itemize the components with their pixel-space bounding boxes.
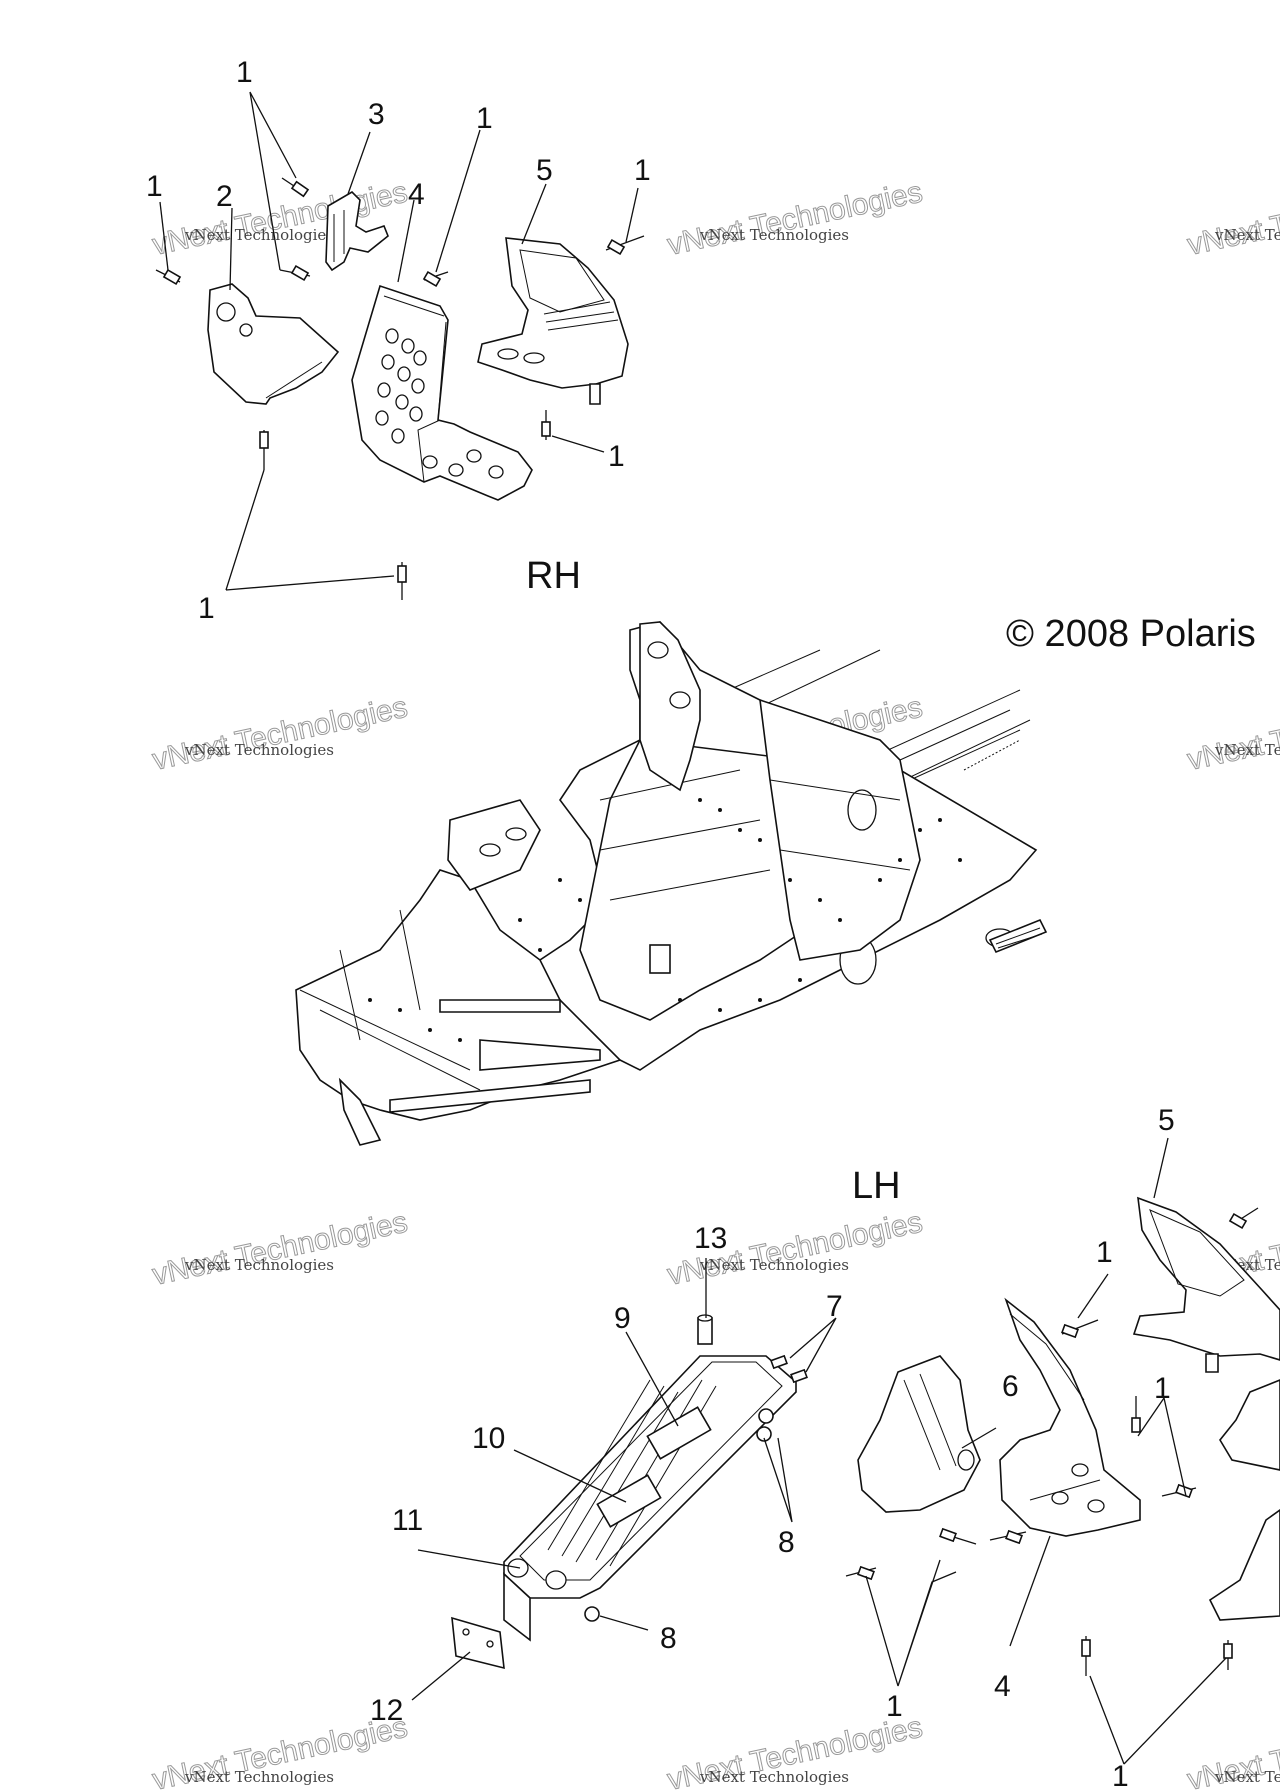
callout-1: 1 <box>476 102 493 135</box>
svg-text:vNext Technologies: vNext Technologies <box>699 1768 849 1786</box>
part-13-spacer <box>697 1317 713 1345</box>
view-label-rh: RH <box>526 555 581 597</box>
svg-text:vNext Technologies: vNext Technologies <box>1214 741 1280 759</box>
chassis-hoop <box>639 621 701 792</box>
svg-text:vNext Technologies: vNext Technologies <box>184 1256 334 1274</box>
callout-1: 1 <box>146 170 163 203</box>
watermark: vNext Technologies vNext Technologies <box>149 690 411 777</box>
chassis-side-panel <box>759 698 921 961</box>
rivets-lh <box>845 1207 1259 1676</box>
lh-extra-plate <box>1219 1379 1280 1471</box>
lh-exploded-view <box>451 1196 1280 1676</box>
rh-exploded-view <box>155 177 645 600</box>
watermark: vNext Technologies vNext Technologies <box>1184 690 1280 777</box>
part-9-skid-plate <box>503 1355 797 1599</box>
callout-6: 6 <box>1002 1370 1019 1403</box>
callout-5: 5 <box>1158 1104 1175 1137</box>
hole <box>239 323 253 337</box>
callout-11: 11 <box>392 1504 423 1537</box>
callout-12: 12 <box>370 1694 403 1727</box>
svg-text:vNext Technologies: vNext Technologies <box>1185 691 1280 777</box>
svg-text:vNext Technologies: vNext Technologies <box>150 691 411 777</box>
lh-extra-bracket <box>1208 1509 1280 1621</box>
svg-text:vNext Technologies: vNext Technologies <box>184 1768 334 1786</box>
part-2-plate <box>207 283 340 405</box>
callout-8: 8 <box>660 1622 677 1655</box>
svg-text:vNext Technologies: vNext Technologies <box>150 1206 411 1292</box>
part-3-bracket <box>325 190 389 272</box>
svg-text:vNext Technologies: vNext Technologies <box>699 226 849 244</box>
leader-lines <box>159 91 1227 1765</box>
svg-text:vNext Technologies: vNext Technologies <box>665 176 926 262</box>
copyright-text: © 2008 Polaris <box>1006 613 1256 655</box>
callout-1: 1 <box>634 154 651 187</box>
callout-1: 1 <box>1096 1236 1113 1269</box>
callout-1: 1 <box>236 56 253 89</box>
callout-1: 1 <box>1154 1372 1171 1405</box>
callout-3: 3 <box>368 98 385 131</box>
svg-text:vNext Technologies: vNext Technologies <box>184 741 334 759</box>
callout-4: 4 <box>994 1670 1011 1703</box>
callout-1: 1 <box>608 440 625 473</box>
view-label-lh: LH <box>852 1165 901 1207</box>
chassis-rivet-dots <box>368 798 962 1042</box>
svg-text:vNext Technologies: vNext Technologies <box>699 1256 849 1274</box>
callout-8: 8 <box>778 1526 795 1559</box>
callout-13: 13 <box>694 1222 727 1255</box>
rivets-rh <box>155 177 645 600</box>
hole <box>216 302 236 322</box>
callout-1: 1 <box>1112 1760 1129 1792</box>
callout-1: 1 <box>886 1690 903 1723</box>
svg-text:vNext Technologies: vNext Technologies <box>1214 1768 1280 1786</box>
callout-7: 7 <box>826 1290 843 1323</box>
svg-text:vNext Technologies: vNext Technologies <box>1214 226 1280 244</box>
callout-4: 4 <box>408 178 425 211</box>
watermark: vNext Technologies vNext Technologies <box>1184 1710 1280 1792</box>
watermark: vNext Technologies vNext Technologies <box>1184 175 1280 262</box>
watermark: vNext Technologies vNext Technologies <box>664 175 926 262</box>
svg-text:vNext Technologies: vNext Technologies <box>1185 176 1280 262</box>
callout-labels: 1 1 2 3 4 1 5 1 1 1 RH © 2008 Polaris LH… <box>146 56 1256 1792</box>
footwell-holes <box>375 328 504 479</box>
callout-2: 2 <box>216 180 233 213</box>
callout-1: 1 <box>198 592 215 625</box>
part-5-lh-bracket <box>1132 1196 1280 1361</box>
part-8-nut <box>758 1408 774 1424</box>
part-4-lh-footwell <box>999 1297 1141 1537</box>
callout-5: 5 <box>536 154 553 187</box>
part-6-panel <box>857 1355 981 1513</box>
callout-9: 9 <box>614 1302 631 1335</box>
chassis-assembly <box>295 621 1048 1146</box>
svg-text:vNext Technologies: vNext Technologies <box>184 226 334 244</box>
callout-10: 10 <box>472 1422 505 1455</box>
watermark: vNext Technologies vNext Technologies <box>149 1205 411 1292</box>
